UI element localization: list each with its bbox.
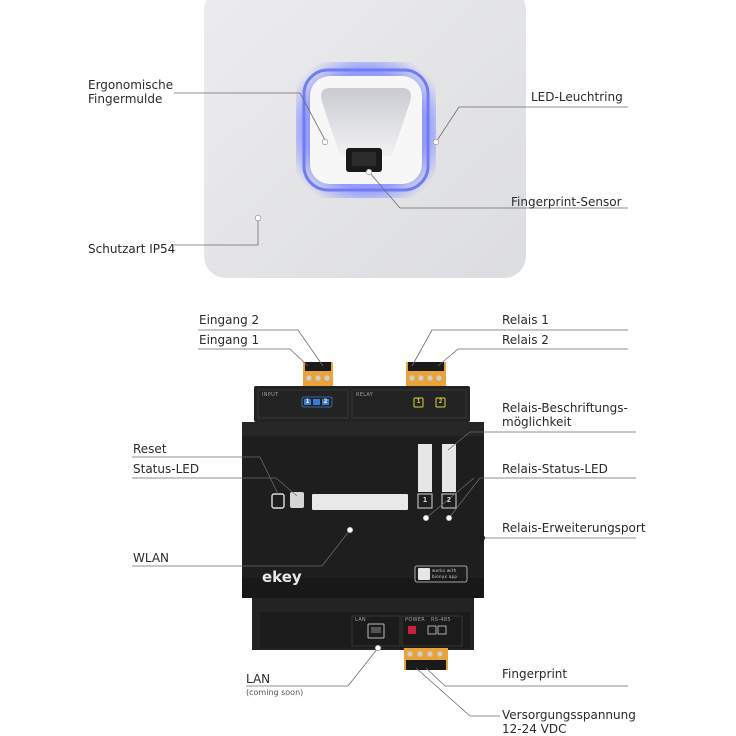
- label-wlan: WLAN: [133, 551, 170, 565]
- label-protection-class: Schutzart IP54: [88, 242, 176, 256]
- label-relay-status-led: Relais-Status-LED: [502, 462, 608, 476]
- wlan-window: [312, 494, 408, 510]
- app-badge-text: works with bionyx app: [432, 568, 458, 579]
- label-reset: Reset: [133, 442, 167, 456]
- lan-section-label: LAN: [355, 617, 366, 623]
- label-led-ring: LED-Leuchtring: [531, 90, 623, 104]
- finger-groove-inner: [321, 88, 411, 156]
- terminal-relay: [406, 362, 446, 388]
- controller-leader-lines: [132, 329, 636, 717]
- label-relay-1: Relais 1: [502, 313, 549, 327]
- label-relay-expansion-port: Relais-Erweiterungsport: [502, 521, 646, 535]
- label-input-2: Eingang 2: [199, 313, 260, 327]
- input-section-label: INPUT: [262, 392, 279, 398]
- relay-top-num-2: 2: [438, 398, 443, 405]
- label-power-supply: Versorgungsspannung 12-24 VDC: [502, 708, 636, 736]
- relay-section-label: RELAY: [356, 392, 374, 398]
- led-ring: [302, 68, 430, 192]
- reader-leader-lines: [174, 92, 628, 246]
- label-finger-groove: Ergonomische Fingermulde: [88, 78, 174, 106]
- power-indicator: [408, 626, 416, 634]
- label-status-led: Status-LED: [133, 462, 200, 476]
- relay-top-num-1: 1: [416, 398, 421, 405]
- input-num-2: 2: [323, 398, 328, 405]
- app-badge: [414, 565, 468, 583]
- lan-port: [367, 623, 385, 639]
- label-relay-labeling: Relais-Beschriftungs- möglichkeit: [502, 401, 628, 429]
- label-fingerprint-sensor: Fingerprint-Sensor: [511, 195, 622, 209]
- rs485-section-label: RS-485: [431, 617, 451, 623]
- controller-top-cap: [254, 386, 470, 422]
- label-input-1: Eingang 1: [199, 333, 260, 347]
- terminal-bottom: [404, 648, 448, 670]
- terminal-input: [303, 362, 333, 388]
- relay-num-1: 1: [422, 496, 428, 504]
- brand-logo: ekey: [262, 568, 302, 586]
- relay-num-2: 2: [446, 496, 452, 504]
- status-led-window: [290, 492, 304, 508]
- relay-label-strip-2: [442, 444, 456, 492]
- power-section-label: POWER: [405, 617, 426, 623]
- label-relay-2: Relais 2: [502, 333, 549, 347]
- input-num-1: 1: [305, 398, 310, 405]
- label-fingerprint: Fingerprint: [502, 667, 568, 681]
- label-lan: LAN: [246, 672, 271, 686]
- label-lan-note: (coming soon): [246, 688, 304, 697]
- relay-label-strip-1: [418, 444, 432, 492]
